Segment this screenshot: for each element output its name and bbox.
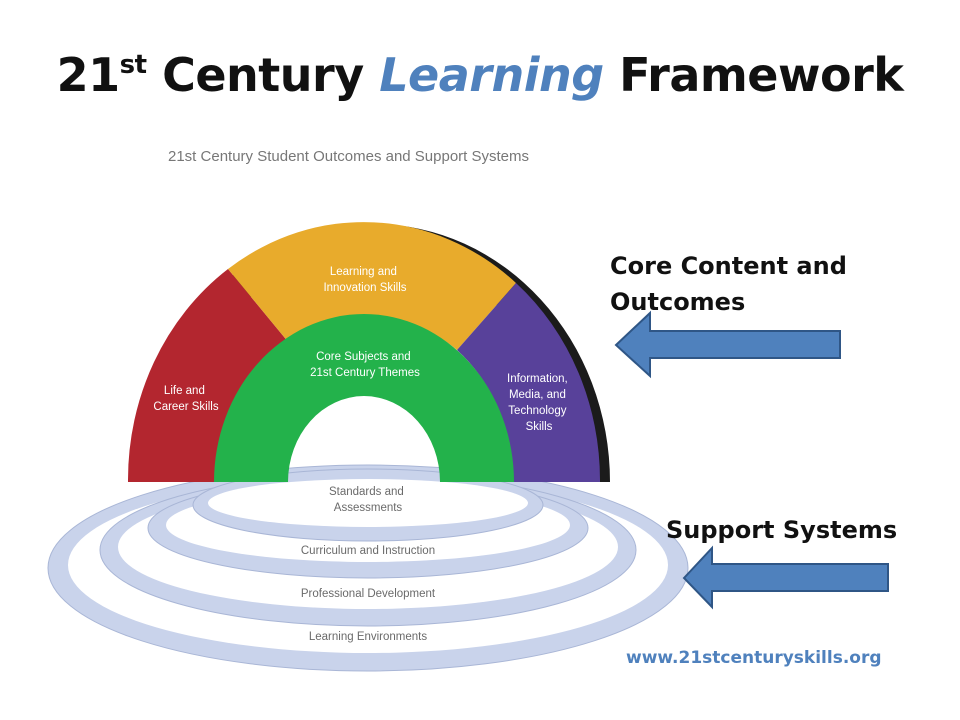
page-title: 21st Century Learning Framework bbox=[0, 48, 960, 102]
label-learning-environments: Learning Environments bbox=[309, 631, 428, 643]
title-word-framework: Framework bbox=[619, 48, 904, 102]
title-superscript: st bbox=[119, 50, 147, 80]
label-standards-assessments: Standards and Assessments bbox=[329, 486, 407, 514]
diagram-caption: 21st Century Student Outcomes and Suppor… bbox=[168, 148, 530, 165]
core-content-line2: Outcomes bbox=[610, 288, 746, 316]
segment-learning-innovation bbox=[228, 222, 516, 350]
website-url: www.21stcenturyskills.org bbox=[626, 648, 882, 668]
title-word-learning: Learning bbox=[379, 48, 604, 102]
title-number: 21 bbox=[56, 48, 121, 102]
ring-gap bbox=[208, 479, 528, 527]
segment-life-career bbox=[127, 269, 289, 482]
support-systems-callout: Support Systems bbox=[666, 516, 898, 544]
label-curriculum-instruction: Curriculum and Instruction bbox=[301, 545, 435, 557]
label-info-media-tech: Information, Media, and Technology Skill… bbox=[507, 373, 571, 433]
label-life-career: Life and Career Skills bbox=[153, 385, 218, 413]
label-core-subjects: Core Subjects and 21st Century Themes bbox=[310, 351, 420, 379]
core-content-line1: Core Content and bbox=[610, 252, 847, 280]
arrow-support-systems bbox=[682, 545, 889, 610]
label-professional-development: Professional Development bbox=[301, 588, 436, 600]
support-rings bbox=[47, 464, 689, 672]
segment-info-media-tech bbox=[457, 283, 601, 482]
inner-arch-core-subjects bbox=[214, 314, 514, 482]
arrow-core-content bbox=[614, 310, 841, 379]
outer-arch bbox=[127, 222, 601, 482]
core-content-callout: Core Content and Outcomes bbox=[610, 248, 847, 320]
title-word-century: Century bbox=[162, 48, 364, 102]
label-learning-innovation: Learning and Innovation Skills bbox=[323, 266, 406, 294]
